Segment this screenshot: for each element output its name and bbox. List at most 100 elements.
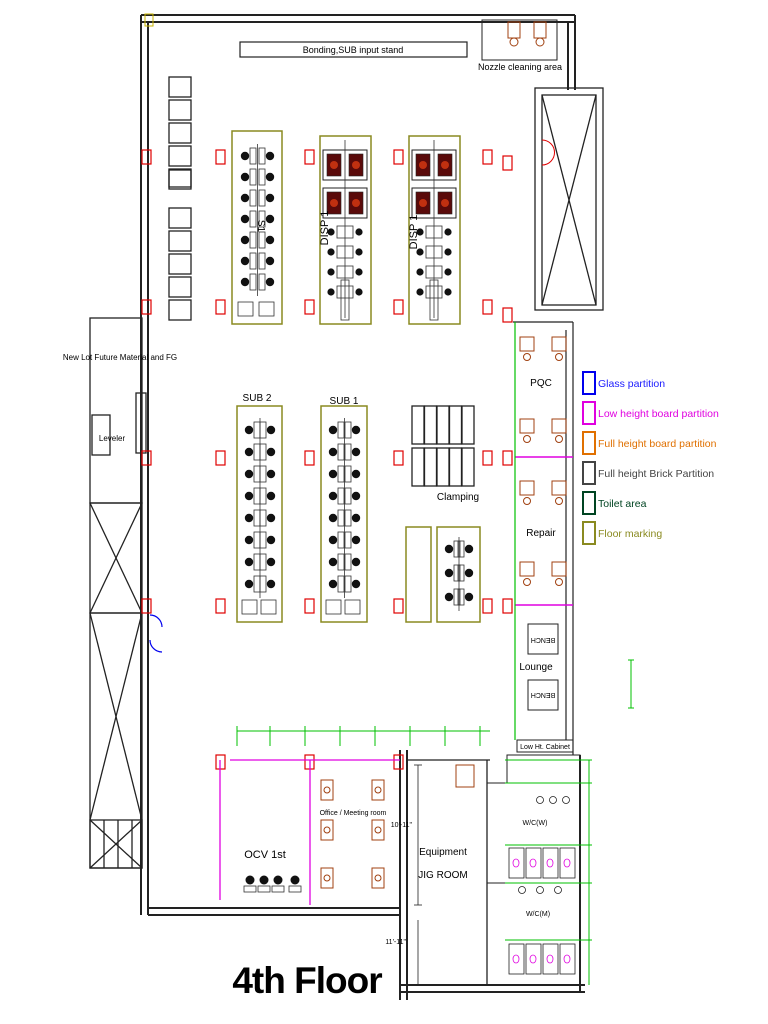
station-chair [444,568,454,578]
line-end-box [260,599,277,615]
wc-bowl [529,858,537,868]
nozzle-area [481,19,558,61]
desk [551,561,567,577]
office-seat [374,874,382,882]
line-sub1-stations [325,418,361,615]
dispenser-nozzle [352,161,360,169]
nozzle-chairs [507,21,547,47]
station-chair [464,544,474,554]
wc-w-label: W/C(W) [523,820,548,827]
column [393,754,404,770]
wc-bowl [512,858,520,868]
station-chair [244,513,254,523]
column [141,598,152,614]
legend-label: Floor marking [598,528,662,540]
pqc-repair-desks [519,336,567,586]
station-chair [351,447,361,457]
operator-chair [355,248,363,256]
ocv-chair [273,875,283,885]
station-chair [444,544,454,554]
station-desk [253,465,261,483]
nozzle-label: Nozzle cleaning area [478,62,562,72]
clamp-rack [411,447,425,487]
station-desk [258,147,266,165]
ocv-desk [243,885,257,893]
door-swing [149,614,163,628]
office-chair [320,867,334,889]
station-chair [266,579,276,589]
station-desk [259,509,267,527]
station-chair [244,447,254,457]
line-sub1-marking [320,405,368,623]
station-chair [328,447,338,457]
ocv-chair [259,875,269,885]
new-lot-label: New Lot Future Material and FG [63,353,177,362]
dim-label-2: 11'-11" [385,939,406,946]
legend-label: Glass partition [598,378,665,390]
station-desk [337,421,345,439]
door-swing-2 [149,639,163,653]
station-chair [266,491,276,501]
low-cabinet-label: Low Ht. Cabinet [520,744,570,751]
station-desk [344,443,352,461]
legend-swatch [582,491,596,515]
legend-swatch [582,431,596,455]
rack [168,145,192,167]
desk-chair [523,497,531,505]
column [141,450,152,466]
column [482,598,493,614]
clamp-rack [448,405,463,445]
station-desk [249,210,257,228]
station-desk [344,575,352,593]
column [215,149,226,165]
wc-stall [525,943,542,975]
desk-chair [523,435,531,443]
legend-swatch [582,461,596,485]
office-chair [371,779,385,801]
station-chair [240,214,250,224]
dispenser-nozzle [441,199,449,207]
operator-chair [355,228,363,236]
dispenser-nozzle [419,161,427,169]
legend-swatch [582,401,596,425]
station-desk [253,553,261,571]
clamp-rack [411,405,425,445]
rack [168,99,192,121]
station-desk [337,531,345,549]
station-chair [351,557,361,567]
station-desk [337,487,345,505]
clamp-rack [436,447,450,487]
bonding-stand [239,41,468,58]
station-desk [258,252,266,270]
station-chair [265,277,275,287]
ocv-desk [257,885,271,893]
dim-label-1: 10'-11" [391,822,413,829]
station-desk [457,540,465,558]
station-chair [351,425,361,435]
rack [168,253,192,275]
ocv-desk [271,885,285,893]
office-seat [374,826,382,834]
station-chair [266,425,276,435]
station-chair [328,425,338,435]
station-desk [249,168,257,186]
wc-bowl [546,954,554,964]
conveyor-end [340,279,350,321]
sink [536,886,544,894]
legend-swatch [582,521,596,545]
station-desk [259,531,267,549]
station-chair [240,193,250,203]
clamp-stations [444,537,474,611]
disp1b-machines [411,140,457,321]
station-chair [265,151,275,161]
operator-chair [327,268,335,276]
wc-bowl [529,954,537,964]
operator-chair [327,288,335,296]
station-desk [337,465,345,483]
sub1-label: SUB 1 [330,396,359,407]
station-chair [351,535,361,545]
station-chair [266,535,276,545]
station-chair [266,513,276,523]
wc-bowl [563,858,571,868]
leveler-label: Leveler [99,434,126,443]
